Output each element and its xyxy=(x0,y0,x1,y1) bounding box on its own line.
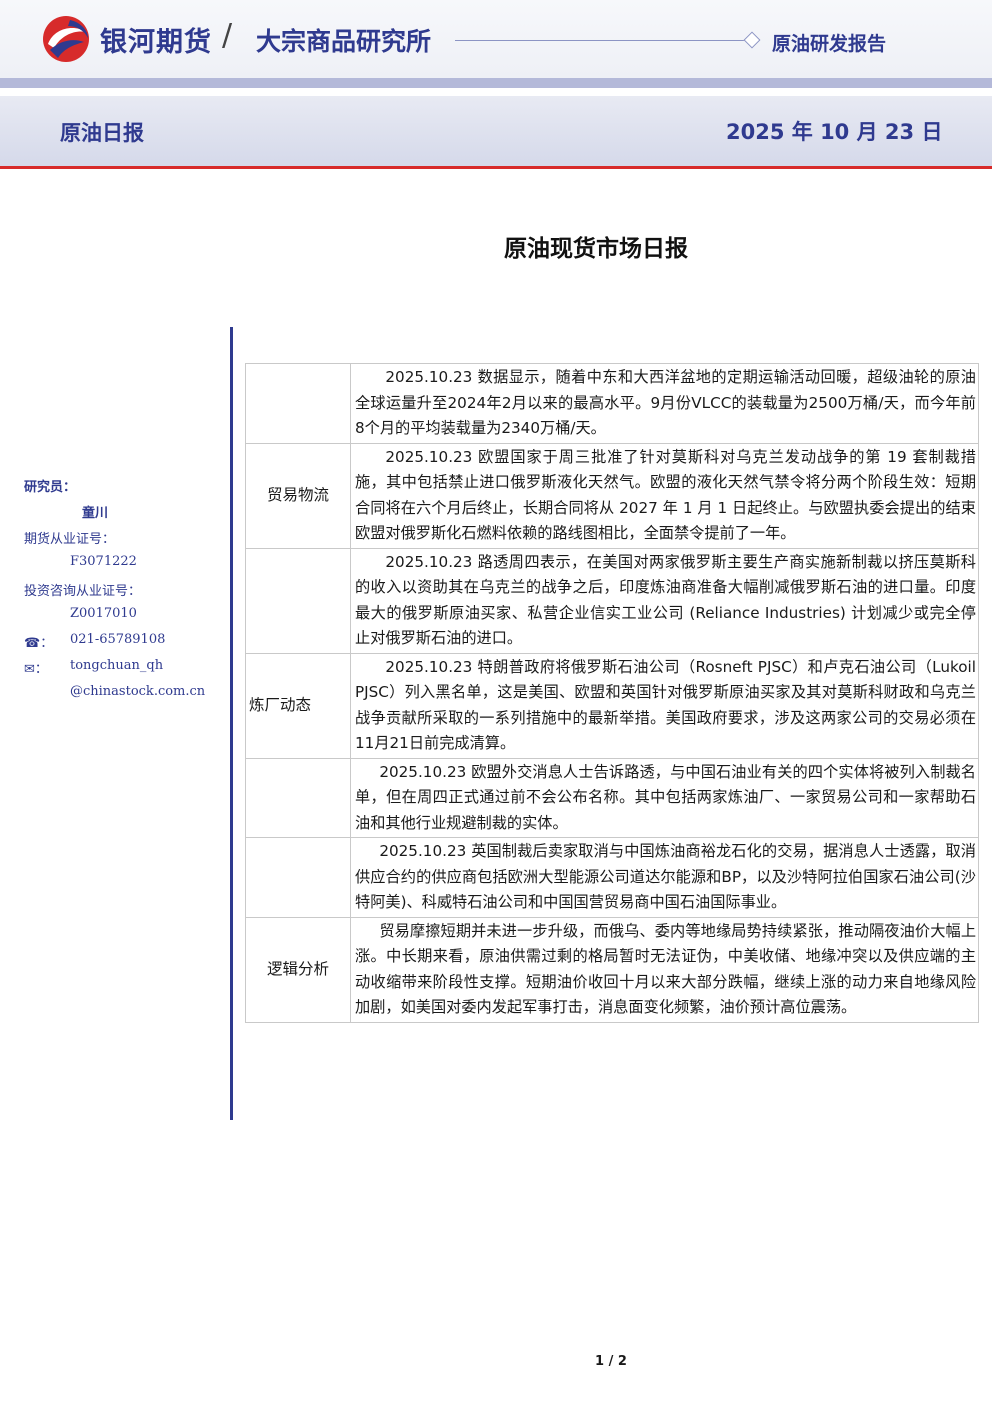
document-title: 原油现货市场日报 xyxy=(504,236,688,262)
page-number: 1 / 2 xyxy=(595,1354,627,1369)
consult-cert-number: Z0017010 xyxy=(70,606,137,621)
galaxy-futures-logo-icon xyxy=(43,16,89,62)
news-item: 2025.10.23 欧盟外交消息人士告诉路透，与中国石油业有关的四个实体将被列… xyxy=(355,762,976,832)
category-cell xyxy=(245,547,351,654)
header-stripe xyxy=(0,78,992,88)
table-row: 逻辑分析 贸易摩擦短期并未进一步升级，而俄乌、委内等地缘局势持续紧张，推动隔夜油… xyxy=(245,916,979,1023)
news-item: 2025.10.23 特朗普政府将俄罗斯石油公司（Rosneft PJSC）和卢… xyxy=(355,657,976,753)
category-trade-logistics: 贸易物流 xyxy=(245,442,351,549)
report-name: 原油日报 xyxy=(60,121,144,145)
report-type: 原油研发报告 xyxy=(772,33,887,55)
analysis-cell: 贸易摩擦短期并未进一步升级，而俄乌、委内等地缘局势持续紧张，推动隔夜油价大幅上涨… xyxy=(350,916,979,1023)
news-item: 2025.10.23 数据显示，随着中东和大西洋盆地的定期运输活动回暖，超级油轮… xyxy=(355,368,976,437)
table-row: 贸易物流 2025.10.23 欧盟国家于周三批准了针对莫斯科对乌克兰发动战争的… xyxy=(245,442,979,549)
table-row: 炼厂动态 2025.10.23 特朗普政府将俄罗斯石油公司（Rosneft PJ… xyxy=(245,652,979,759)
category-cell xyxy=(245,757,351,838)
futures-cert-label: 期货从业证号： xyxy=(24,532,116,547)
table-row: 2025.10.23 欧盟外交消息人士告诉路透，与中国石油业有关的四个实体将被列… xyxy=(245,757,979,838)
futures-cert-number: F3071222 xyxy=(70,554,137,569)
report-date: 2025 年 10 月 23 日 xyxy=(726,120,943,144)
researcher-label: 研究员： xyxy=(24,480,77,495)
table-row: 2025.10.23 路透周四表示，在美国对两家俄罗斯主要生产商实施新制裁以挤压… xyxy=(245,547,979,654)
email-icon: ✉： xyxy=(24,662,48,677)
researcher-name: 童川 xyxy=(82,506,109,521)
email-line-1[interactable]: tongchuan_qh xyxy=(70,658,164,673)
sub-header-band: 原油日报 2025 年 10 月 23 日 xyxy=(0,96,992,169)
category-cell xyxy=(245,837,351,918)
sidebar-divider xyxy=(230,327,233,1120)
phone-icon: ☎： xyxy=(24,636,54,651)
news-item: 2025.10.23 路透周四表示，在美国对两家俄罗斯主要生产商实施新制裁以挤压… xyxy=(355,552,976,648)
news-cell: 2025.10.23 英国制裁后卖家取消与中国炼油商裕龙石化的交易，据消息人士透… xyxy=(350,837,979,918)
analysis-text: 贸易摩擦短期并未进一步升级，而俄乌、委内等地缘局势持续紧张，推动隔夜油价大幅上涨… xyxy=(355,921,976,1017)
news-cell: 2025.10.23 欧盟国家于周三批准了针对莫斯科对乌克兰发动战争的第 19 … xyxy=(350,442,979,549)
top-header-band: 银河期货 / 大宗商品研究所 原油研发报告 xyxy=(0,0,992,78)
brand-divider: / xyxy=(222,18,233,53)
table-row: 2025.10.23 英国制裁后卖家取消与中国炼油商裕龙石化的交易，据消息人士透… xyxy=(245,837,979,918)
table-row: 2025.10.23 数据显示，随着中东和大西洋盆地的定期运输活动回暖，超级油轮… xyxy=(245,363,979,444)
institute-name: 大宗商品研究所 xyxy=(256,27,432,56)
diamond-icon xyxy=(743,31,761,49)
news-cell: 2025.10.23 欧盟外交消息人士告诉路透，与中国石油业有关的四个实体将被列… xyxy=(350,757,979,838)
header-rule xyxy=(455,40,745,41)
category-cell xyxy=(245,363,351,444)
news-cell: 2025.10.23 特朗普政府将俄罗斯石油公司（Rosneft PJSC）和卢… xyxy=(350,652,979,759)
market-report-table: 2025.10.23 数据显示，随着中东和大西洋盆地的定期运输活动回暖，超级油轮… xyxy=(245,363,979,1023)
phone-number: 021-65789108 xyxy=(70,632,166,647)
news-item: 2025.10.23 英国制裁后卖家取消与中国炼油商裕龙石化的交易，据消息人士透… xyxy=(355,842,976,911)
news-item: 2025.10.23 欧盟国家于周三批准了针对莫斯科对乌克兰发动战争的第 19 … xyxy=(355,447,976,543)
email-line-2[interactable]: @chinastock.com.cn xyxy=(70,684,206,699)
news-cell: 2025.10.23 路透周四表示，在美国对两家俄罗斯主要生产商实施新制裁以挤压… xyxy=(350,547,979,654)
news-cell: 2025.10.23 数据显示，随着中东和大西洋盆地的定期运输活动回暖，超级油轮… xyxy=(350,363,979,444)
brand-name: 银河期货 xyxy=(100,27,212,58)
category-logic-analysis: 逻辑分析 xyxy=(245,916,351,1023)
consult-cert-label: 投资咨询从业证号： xyxy=(24,584,142,599)
category-refinery: 炼厂动态 xyxy=(245,652,351,759)
